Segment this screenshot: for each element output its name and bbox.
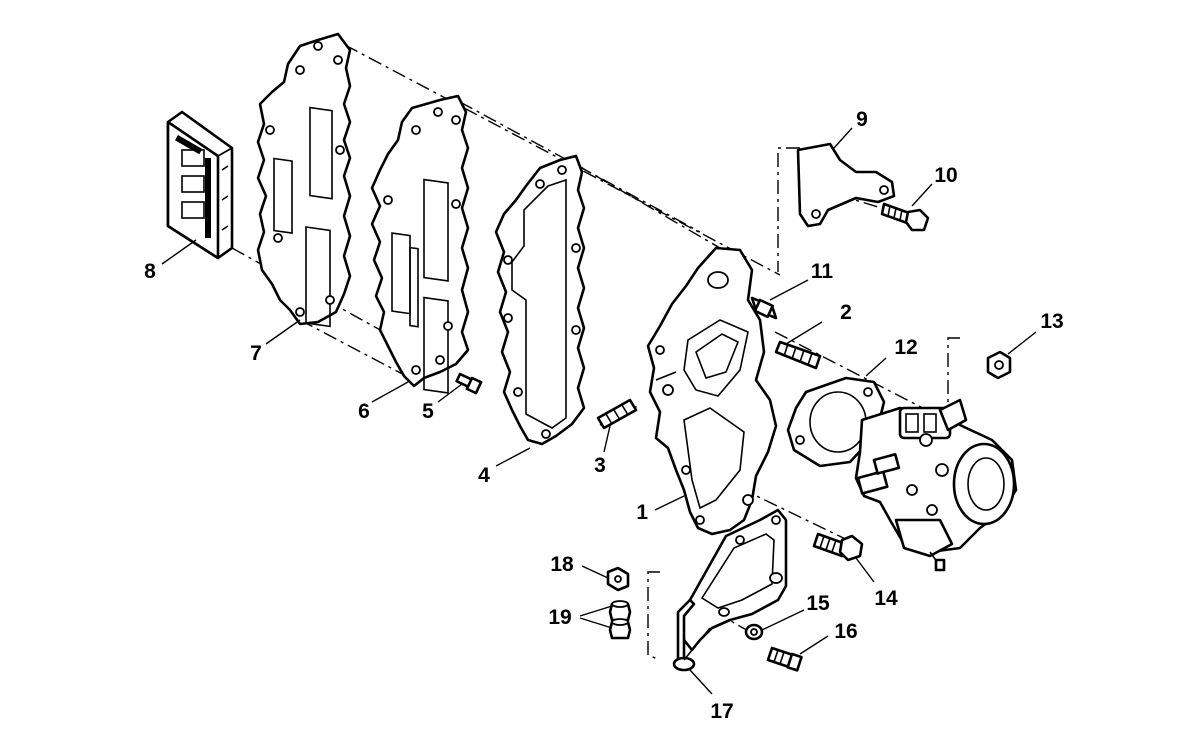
callout-18: 18 [550,553,574,576]
callout-7: 7 [250,342,262,365]
callout-5: 5 [422,400,434,423]
nut-part-18 [606,566,630,592]
callout-1: 1 [636,501,648,524]
reed-plate [370,94,470,394]
callout-11: 11 [811,260,834,283]
callout-3: 3 [594,454,606,477]
bolt-part-10 [880,202,930,232]
callout-9: 9 [856,108,868,131]
link-rod [672,598,711,672]
lower-bracket [680,508,788,652]
grommets-part-19 [608,600,632,640]
bolt-part-14 [812,532,864,562]
stud-part-2 [774,340,822,370]
callout-13: 13 [1040,310,1063,333]
intake-manifold-gasket [494,154,586,446]
callout-8: 8 [144,260,156,283]
callout-2: 2 [840,301,852,324]
leader-lines [161,127,1037,695]
callout-labels: 1 2 3 4 5 6 7 8 9 10 11 12 13 14 15 16 1… [144,108,1064,723]
callout-6: 6 [358,400,370,423]
intake-manifold [646,246,778,536]
callout-19: 19 [548,606,571,629]
screw-part-5 [455,372,483,395]
callout-10: 10 [934,164,957,187]
callout-16: 16 [834,620,857,643]
callout-14: 14 [874,587,898,610]
stud-part-11 [750,296,778,320]
reed-valve-block [166,110,234,260]
washer-part-15 [744,623,764,641]
callout-15: 15 [806,592,830,615]
nut-part-13 [986,350,1012,380]
stud-part-3 [596,398,638,430]
reed-plate-gasket [256,32,352,328]
callout-17: 17 [710,700,733,723]
bracket-part-9 [796,142,896,228]
callout-12: 12 [894,336,917,359]
carburetor [854,398,1018,572]
bolt-part-16 [766,646,803,672]
callout-4: 4 [478,464,490,487]
